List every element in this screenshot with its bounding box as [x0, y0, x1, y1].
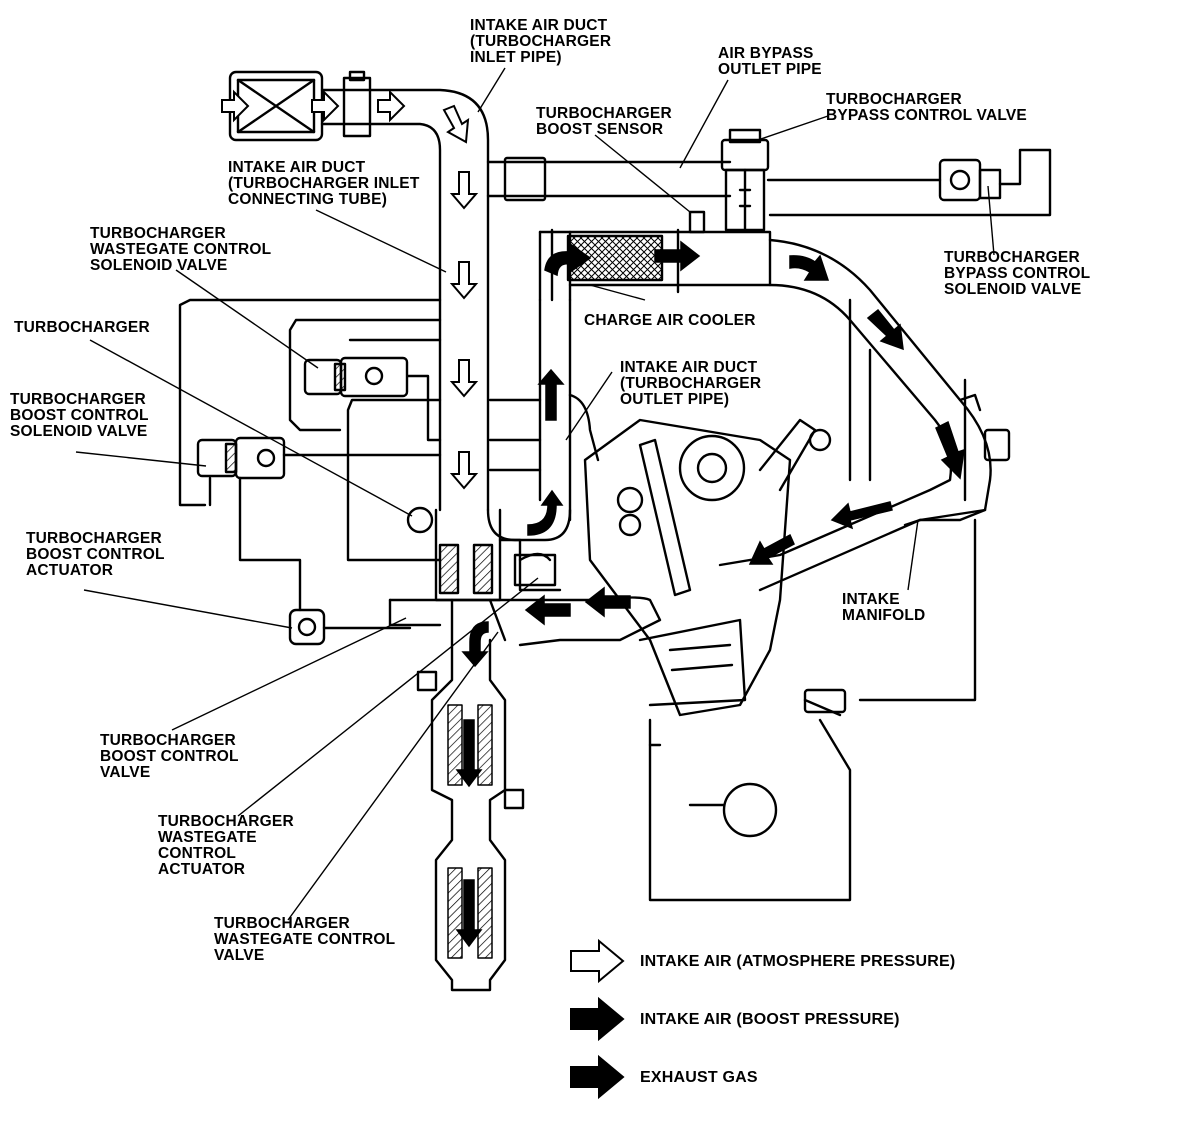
- label-wastegate-solenoid: TURBOCHARGER WASTEGATE CONTROL SOLENOID …: [90, 225, 272, 274]
- legend-label-boost: INTAKE AIR (BOOST PRESSURE): [640, 1011, 900, 1028]
- wastegate-solenoid: [303, 356, 409, 398]
- label-boost-control-valve: TURBOCHARGER BOOST CONTROL VALVE: [100, 732, 239, 781]
- label-boost-control-actuator: TURBOCHARGER BOOST CONTROL ACTUATOR: [26, 530, 165, 579]
- legend-label-atmospheric: INTAKE AIR (ATMOSPHERE PRESSURE): [640, 953, 956, 970]
- label-intake-manifold: INTAKE MANIFOLD: [842, 591, 926, 624]
- label-bypass-solenoid: TURBOCHARGER BYPASS CONTROL SOLENOID VAL…: [944, 249, 1091, 298]
- engine-block: [583, 418, 852, 902]
- downpipe-catalysts: [416, 598, 525, 992]
- flow-arrows-boost: [527, 240, 965, 565]
- label-air-bypass-outlet: AIR BYPASS OUTLET PIPE: [718, 45, 822, 78]
- label-outlet-pipe: INTAKE AIR DUCT (TURBOCHARGER OUTLET PIP…: [620, 359, 762, 408]
- label-wastegate-actuator: TURBOCHARGER WASTEGATE CONTROL ACTUATOR: [158, 813, 294, 878]
- control-hoses: [178, 298, 542, 612]
- label-charge-air-cooler: CHARGE AIR COOLER: [584, 312, 756, 329]
- flow-arrows-atmospheric: [221, 89, 479, 490]
- inlet-pipe: [320, 70, 490, 512]
- turbo-body: [406, 506, 562, 602]
- intake-manifold-duct: [718, 238, 1011, 592]
- label-wastegate-valve: TURBOCHARGER WASTEGATE CONTROL VALVE: [214, 915, 396, 964]
- legend-label-exhaust: EXHAUST GAS: [640, 1069, 758, 1086]
- label-boost-sensor: TURBOCHARGER BOOST SENSOR: [536, 105, 672, 138]
- legend-arrow-exhaust: [570, 1054, 625, 1100]
- label-intake-inlet-pipe: INTAKE AIR DUCT (TURBOCHARGER INLET PIPE…: [470, 17, 612, 66]
- air-bypass-pipe: [486, 156, 732, 202]
- legend-arrow-boost: [570, 996, 625, 1042]
- boost-control-actuator: [288, 608, 412, 646]
- label-bypass-control-valve: TURBOCHARGER BYPASS CONTROL VALVE: [826, 91, 1027, 124]
- label-boost-control-solenoid: TURBOCHARGER BOOST CONTROL SOLENOID VALV…: [10, 391, 149, 440]
- bypass-solenoid: [766, 148, 1052, 217]
- bypass-control-valve: [720, 128, 770, 232]
- legend-arrows: [570, 938, 625, 1100]
- leader-lines: [75, 67, 995, 921]
- label-inlet-connecting-tube: INTAKE AIR DUCT (TURBOCHARGER INLET CONN…: [228, 159, 420, 208]
- right-hoses: [848, 298, 977, 702]
- legend-arrow-atmospheric: [570, 938, 625, 984]
- boost-control-solenoid: [196, 436, 286, 480]
- label-turbocharger: TURBOCHARGER: [14, 319, 150, 336]
